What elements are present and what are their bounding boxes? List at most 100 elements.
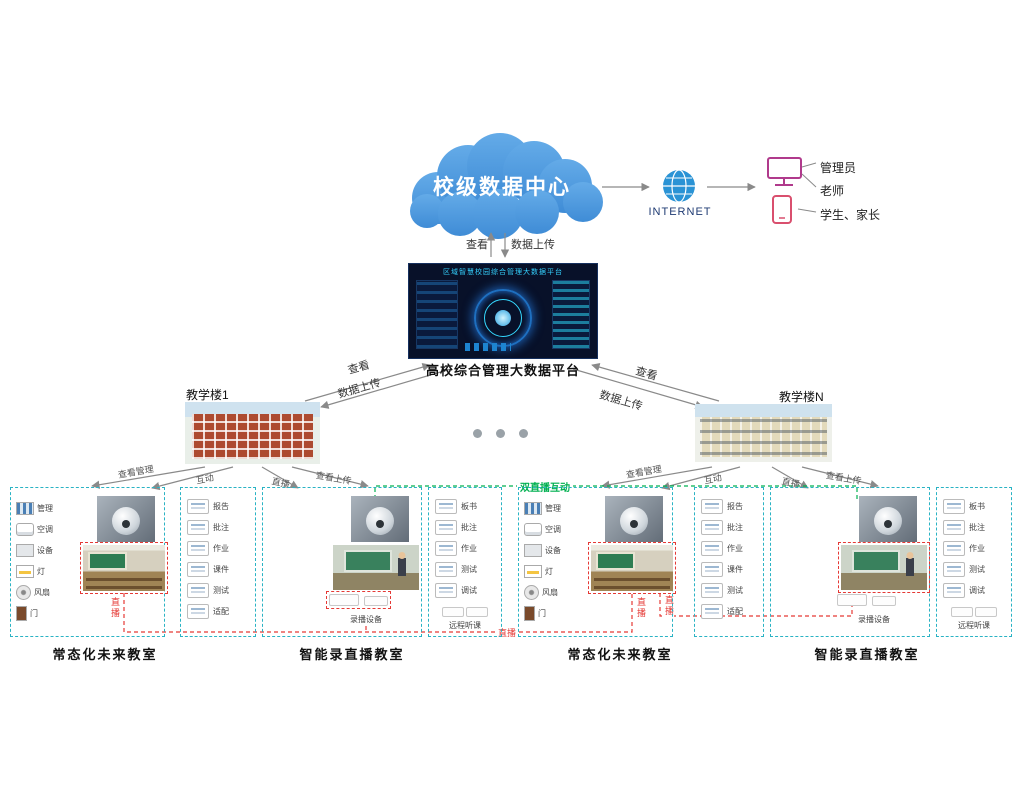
platform-screen-title: 区域智慧校园综合管理大数据平台 [443,269,563,276]
teacher-figure [398,557,407,577]
feature-label: 板书 [969,502,985,511]
device-label: 管理 [37,504,53,513]
camera-dome [112,507,140,536]
device-item: 灯 [524,563,584,580]
device-item: 设备 [16,542,76,559]
user-label-admin: 管理员 [820,161,857,175]
device-icon [524,544,542,557]
feature-card-icon [187,604,209,619]
feature-item: 报告 [701,498,759,515]
feature-card-icon [943,499,965,514]
feature-item: 批注 [701,519,759,536]
remote-label: 远程听课 [958,621,990,630]
feature-card-icon [701,604,723,619]
feature-label: 批注 [461,523,477,532]
feature-item: 适配 [701,603,759,620]
feature-item: 测试 [943,561,1007,578]
device-icon [16,544,34,557]
remote-device [466,607,488,617]
platform-rings-graphic [474,288,532,347]
feature-label: 测试 [969,565,985,574]
recording-right-features-1: 板书 批注 作业 测试 调试 [428,487,502,637]
feature-list: 报告 批注 作业 课件 测试 [701,498,759,624]
device-label: 灯 [37,567,45,576]
device-icon [16,606,27,621]
device-list: 管理 空调 设备 灯 风扇 [16,500,76,626]
student-desks [86,573,162,589]
device-icon [16,523,34,536]
feature-card-icon [187,520,209,535]
dome-camera-photo [351,496,409,542]
remote-device [442,607,464,617]
device-list: 管理 空调 设备 灯 风扇 [524,500,584,626]
platform-right-panel [552,280,590,349]
feature-card-icon [701,583,723,598]
cluster-label-future-n: 常态化未来教室 [567,647,673,662]
feature-label: 测试 [213,586,229,595]
internet-label: INTERNET [648,206,712,218]
blackboard [595,551,636,571]
recorder-device [329,594,359,606]
feature-list: 报告 批注 作业 课件 测试 [187,498,251,624]
remote-label: 远程听课 [449,621,481,630]
ellipsis-dot [473,429,482,438]
feature-item: 作业 [701,540,759,557]
recording-classroom-n: 录播设备 [770,487,930,637]
device-label: 设备 [545,546,561,555]
recording-equipment [326,591,391,609]
feature-item: 批注 [187,519,251,536]
feature-card-icon [701,541,723,556]
building-1-photo [185,402,320,464]
recording-left-features-n: 报告 批注 作业 课件 测试 [694,487,764,637]
building-n-label: 教学楼N [779,390,824,404]
data-center-cloud-label: 校级数据中心 [433,176,571,199]
gray-connectors [91,162,879,491]
remote-listen-group: 远程听课 [941,606,1007,631]
dual-live-link [374,485,858,499]
remote-device [951,607,973,617]
feature-list: 板书 批注 作业 测试 调试 [943,498,1007,603]
monitor-icon [767,157,802,186]
feature-card-icon [187,499,209,514]
phone-icon [772,195,792,224]
classroom-photo [80,542,168,594]
feature-label: 调试 [461,586,477,595]
feature-label: 报告 [213,502,229,511]
future-classroom-1: 管理 空调 设备 灯 风扇 [10,487,168,637]
live-label-vertical: 直播 [636,597,646,619]
feature-label: 作业 [461,544,477,553]
cloud-shape [410,133,603,239]
camera-dome [366,507,394,536]
device-label: 空调 [37,525,53,534]
device-icon [524,606,535,621]
feature-item: 测试 [701,582,759,599]
platform-caption: 高校综合管理大数据平台 [425,363,580,378]
feature-card-icon [435,520,457,535]
teacher-figure [906,557,915,577]
feature-label: 板书 [461,502,477,511]
feature-item: 作业 [943,540,1007,557]
device-icon [524,502,542,515]
feature-card-icon [943,562,965,577]
classroom-photo [588,542,676,594]
cloud-upload-label: 数据上传 [511,239,555,251]
user-label-teacher: 老师 [820,184,845,198]
live-label-vertical: 直播 [664,595,674,617]
device-icon [524,585,539,600]
feature-label: 批注 [213,523,229,532]
feature-item: 测试 [435,561,497,578]
device-label: 管理 [545,504,561,513]
feature-card-icon [943,583,965,598]
remote-listen-group: 远程听课 [433,606,497,631]
feature-item: 课件 [701,561,759,578]
feature-card-icon [943,520,965,535]
platform-screenshot: 区域智慧校园综合管理大数据平台 [408,263,598,359]
device-label: 空调 [545,525,561,534]
internet-globe-icon [663,169,695,203]
feature-label: 测试 [727,586,743,595]
feature-list: 板书 批注 作业 测试 调试 [435,498,497,603]
feature-label: 作业 [213,544,229,553]
device-item: 灯 [16,563,76,580]
